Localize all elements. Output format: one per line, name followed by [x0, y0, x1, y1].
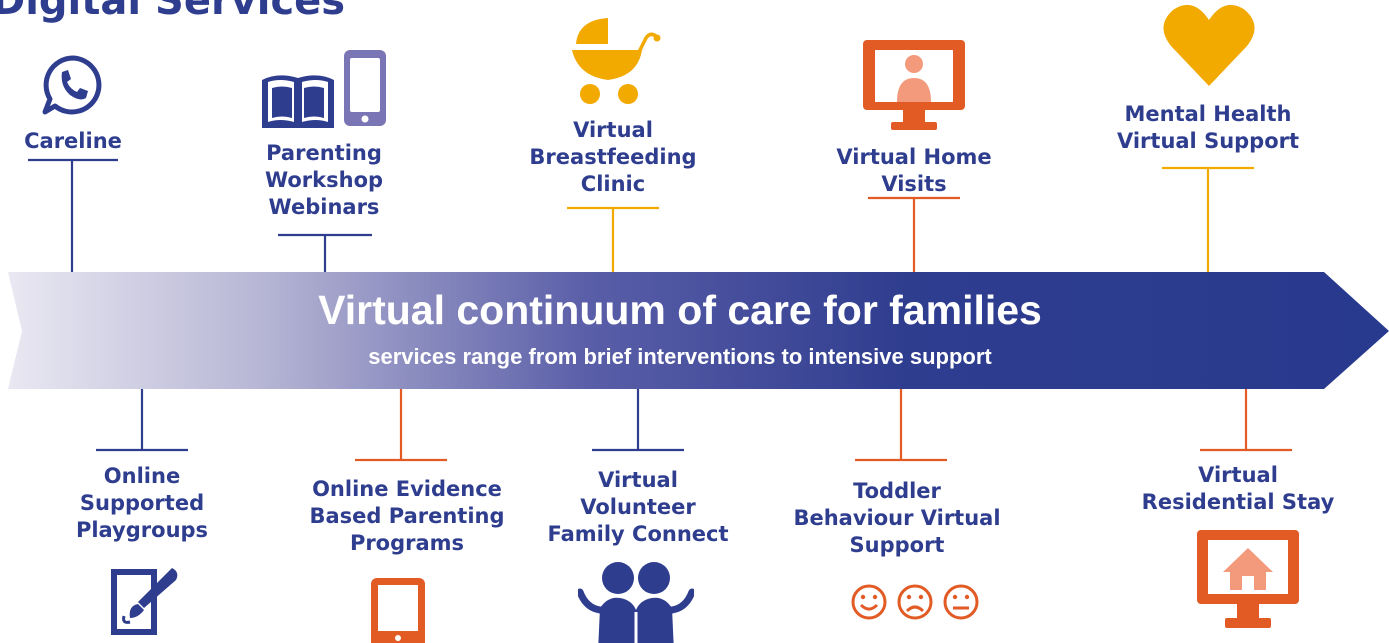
breastfeeding-label: Virtual Breastfeeding Clinic: [529, 118, 697, 196]
residential-label: Virtual Residential Stay: [1141, 463, 1335, 514]
playgroups-label: Online Supported Playgroups: [75, 464, 209, 542]
monitor-house-icon: [1197, 530, 1299, 628]
paint-brush-icon: [111, 566, 178, 635]
monitor-person-icon: [863, 40, 965, 130]
arrow-title: Virtual continuum of care for families: [318, 287, 1042, 333]
tablet-icon: [371, 578, 425, 643]
emotion-faces-icon: [851, 584, 979, 620]
home-visits-label: Virtual Home Visits: [836, 145, 992, 196]
page-title: Digital Services: [0, 0, 346, 24]
whatsapp-phone-icon: [42, 55, 102, 115]
book-and-phone-icon: [262, 50, 386, 128]
parenting-workshop-label: Parenting Workshop Webinars: [264, 141, 384, 219]
toddler-label: Toddler Behaviour Virtual Support: [793, 479, 1001, 557]
mental-health-label: Mental Health Virtual Support: [1116, 102, 1300, 153]
pram-icon: [572, 18, 661, 104]
heart-icon: [1163, 4, 1255, 87]
two-people-icon: [578, 562, 694, 643]
arrow-subtitle: services range from brief interventions …: [368, 344, 992, 369]
parenting-programs-label: Online Evidence Based Parenting Programs: [309, 477, 505, 555]
careline-label: Careline: [24, 129, 122, 153]
volunteer-label: Virtual Volunteer Family Connect: [547, 468, 729, 546]
